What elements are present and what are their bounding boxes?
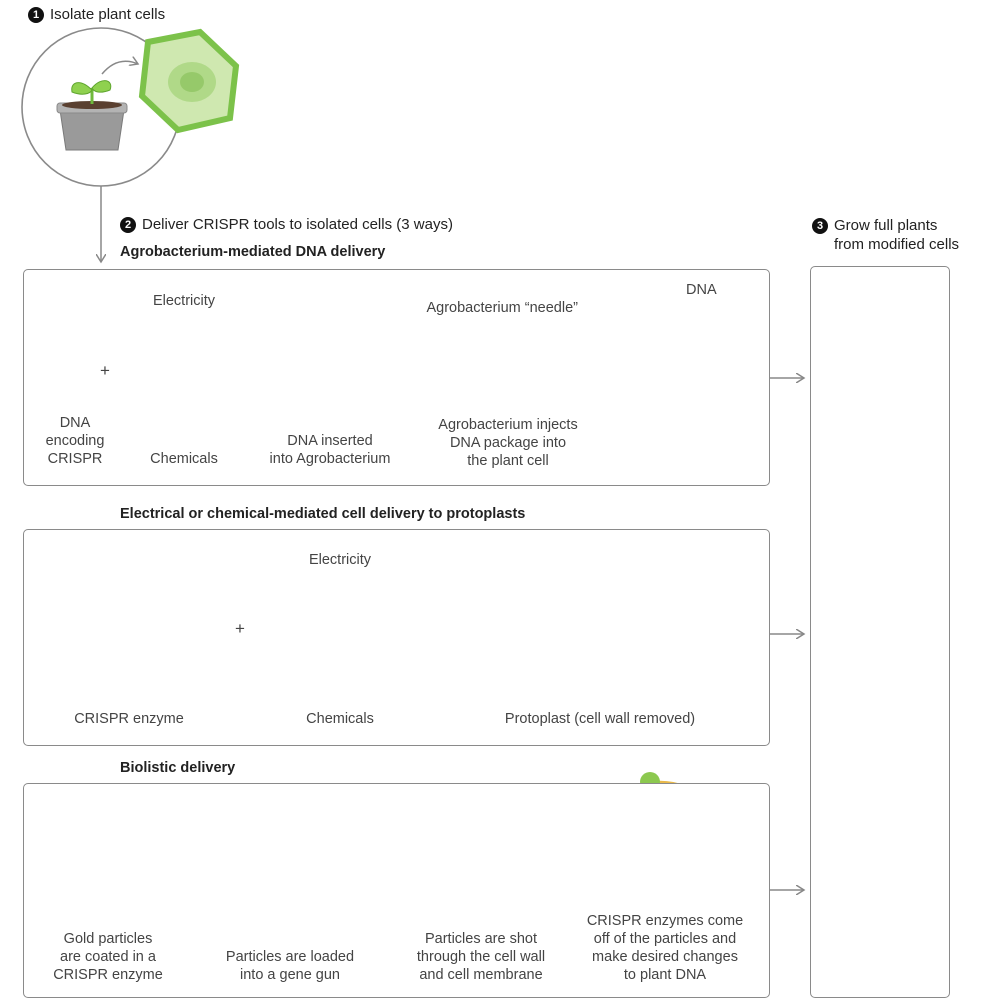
step-1-title: 1 Isolate plant cells: [28, 6, 165, 23]
dna-callout-label: DNA: [686, 282, 717, 298]
bio-heading: Biolistic delivery: [120, 760, 236, 776]
agro-panel: [23, 269, 770, 486]
protoplast-label: Protoplast (cell wall removed): [504, 711, 696, 727]
gold-line3: CRISPR enzyme: [53, 967, 163, 983]
inserted-line2: into Agrobacterium: [269, 451, 391, 467]
bio-panel: [23, 783, 770, 998]
agro-heading: Agrobacterium-mediated DNA delivery: [120, 244, 386, 260]
isolate-illustration: [21, 27, 240, 187]
proto-heading: Electrical or chemical-mediated cell del…: [120, 506, 526, 522]
dna-label-line3: CRISPR: [47, 451, 103, 467]
gold-particles-label: Gold particles are coated in a CRISPR en…: [38, 930, 178, 984]
shot-line1: Particles are shot: [424, 931, 538, 947]
enzymes-line2: off of the particles and: [593, 931, 737, 947]
agro-electricity-label: Electricity: [152, 293, 216, 309]
particles-shot-label: Particles are shot through the cell wall…: [396, 930, 566, 984]
gun-line1: Particles are loaded: [225, 949, 355, 965]
enzymes-line1: CRISPR enzymes come: [586, 913, 744, 929]
shot-line3: and cell membrane: [419, 967, 543, 983]
step-1-text: Isolate plant cells: [50, 6, 166, 23]
inserted-line1: DNA inserted: [287, 433, 373, 449]
step-3-number: 3: [812, 218, 828, 234]
agro-injects-label: Agrobacterium injects DNA package into t…: [418, 416, 598, 470]
step-3-title: 3 Grow full plants from modified cells: [812, 216, 959, 254]
enzymes-line3: make desired changes: [592, 949, 738, 965]
crispr-enzyme-label: CRISPR enzyme: [74, 711, 184, 727]
proto-chemicals-label: Chemicals: [306, 711, 374, 727]
dna-encoding-crispr-label: DNA encoding CRISPR: [30, 414, 120, 468]
step-2-title: 2 Deliver CRISPR tools to isolated cells …: [120, 216, 453, 233]
gene-gun-label: Particles are loaded into a gene gun: [210, 948, 370, 984]
proto-electricity-label: Electricity: [308, 552, 372, 568]
step-2-text: Deliver CRISPR tools to isolated cells (…: [142, 216, 453, 233]
enzymes-line4: to plant DNA: [623, 967, 707, 983]
step-3-text-line2: from modified cells: [834, 236, 960, 253]
injects-line2: DNA package into: [449, 435, 567, 451]
proto-panel: [23, 529, 770, 746]
shot-line2: through the cell wall: [416, 949, 546, 965]
step-2-number: 2: [120, 217, 136, 233]
injects-line1: Agrobacterium injects: [438, 417, 578, 433]
grow-panel: [810, 266, 950, 998]
step-3-text-line1: Grow full plants: [834, 217, 938, 234]
dna-label-line2: encoding: [45, 433, 105, 449]
proto-plus: +: [235, 619, 245, 638]
injects-line3: the plant cell: [467, 453, 549, 469]
agro-plus: +: [100, 361, 110, 380]
dna-label-line1: DNA: [59, 415, 91, 431]
gold-line2: are coated in a: [60, 949, 156, 965]
agrobacterium-needle-label: Agrobacterium “needle”: [426, 300, 578, 316]
agro-chemicals-label: Chemicals: [150, 451, 218, 467]
crispr-enzymes-come-off-label: CRISPR enzymes come off of the particles…: [570, 912, 760, 984]
dna-inserted-label: DNA inserted into Agrobacterium: [250, 432, 410, 468]
step-1-number: 1: [28, 7, 44, 23]
gun-line2: into a gene gun: [240, 967, 340, 983]
gold-line1: Gold particles: [63, 931, 153, 947]
